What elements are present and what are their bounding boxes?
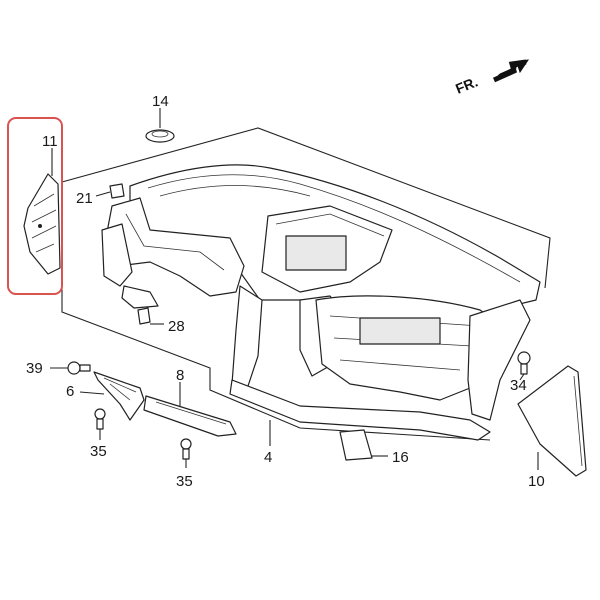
callout-21: 21: [76, 190, 93, 207]
callout-34: 34: [510, 377, 527, 394]
part-16-label-plate: [339, 429, 388, 461]
part-8-bar: [143, 382, 237, 437]
part-21-clip: [95, 183, 125, 199]
part-10-side-cover: [517, 365, 587, 477]
callout-39: 39: [26, 360, 43, 377]
callout-4: 4: [264, 449, 272, 466]
assembly-outline: [61, 127, 551, 441]
part-35-bolt-left: [94, 408, 106, 440]
dashboard-body: [101, 164, 541, 441]
front-direction-indicator: FR.: [453, 59, 530, 97]
callout-16: 16: [392, 449, 409, 466]
front-label: FR.: [453, 73, 480, 96]
callout-35-right: 35: [176, 473, 193, 490]
callout-8: 8: [176, 367, 184, 384]
callout-labels: 14 11 21 28 39 6 8 35 35 4 16 34 10: [26, 93, 545, 490]
part-14-clip: [145, 108, 175, 143]
callout-6: 6: [66, 383, 74, 400]
callout-14: 14: [152, 93, 169, 110]
part-34-bolt: [517, 351, 531, 381]
part-28-clip: [137, 307, 164, 325]
part-6-bracket: [79, 371, 145, 421]
callout-11: 11: [42, 133, 58, 150]
part-39-bolt: [50, 361, 91, 375]
callout-28: 28: [168, 318, 185, 335]
part-35-bolt-right: [180, 438, 192, 468]
callout-35-left: 35: [90, 443, 107, 460]
highlight-box-part-11: [7, 117, 63, 295]
callout-10: 10: [528, 473, 545, 490]
part-11-side-panel: [23, 148, 61, 275]
